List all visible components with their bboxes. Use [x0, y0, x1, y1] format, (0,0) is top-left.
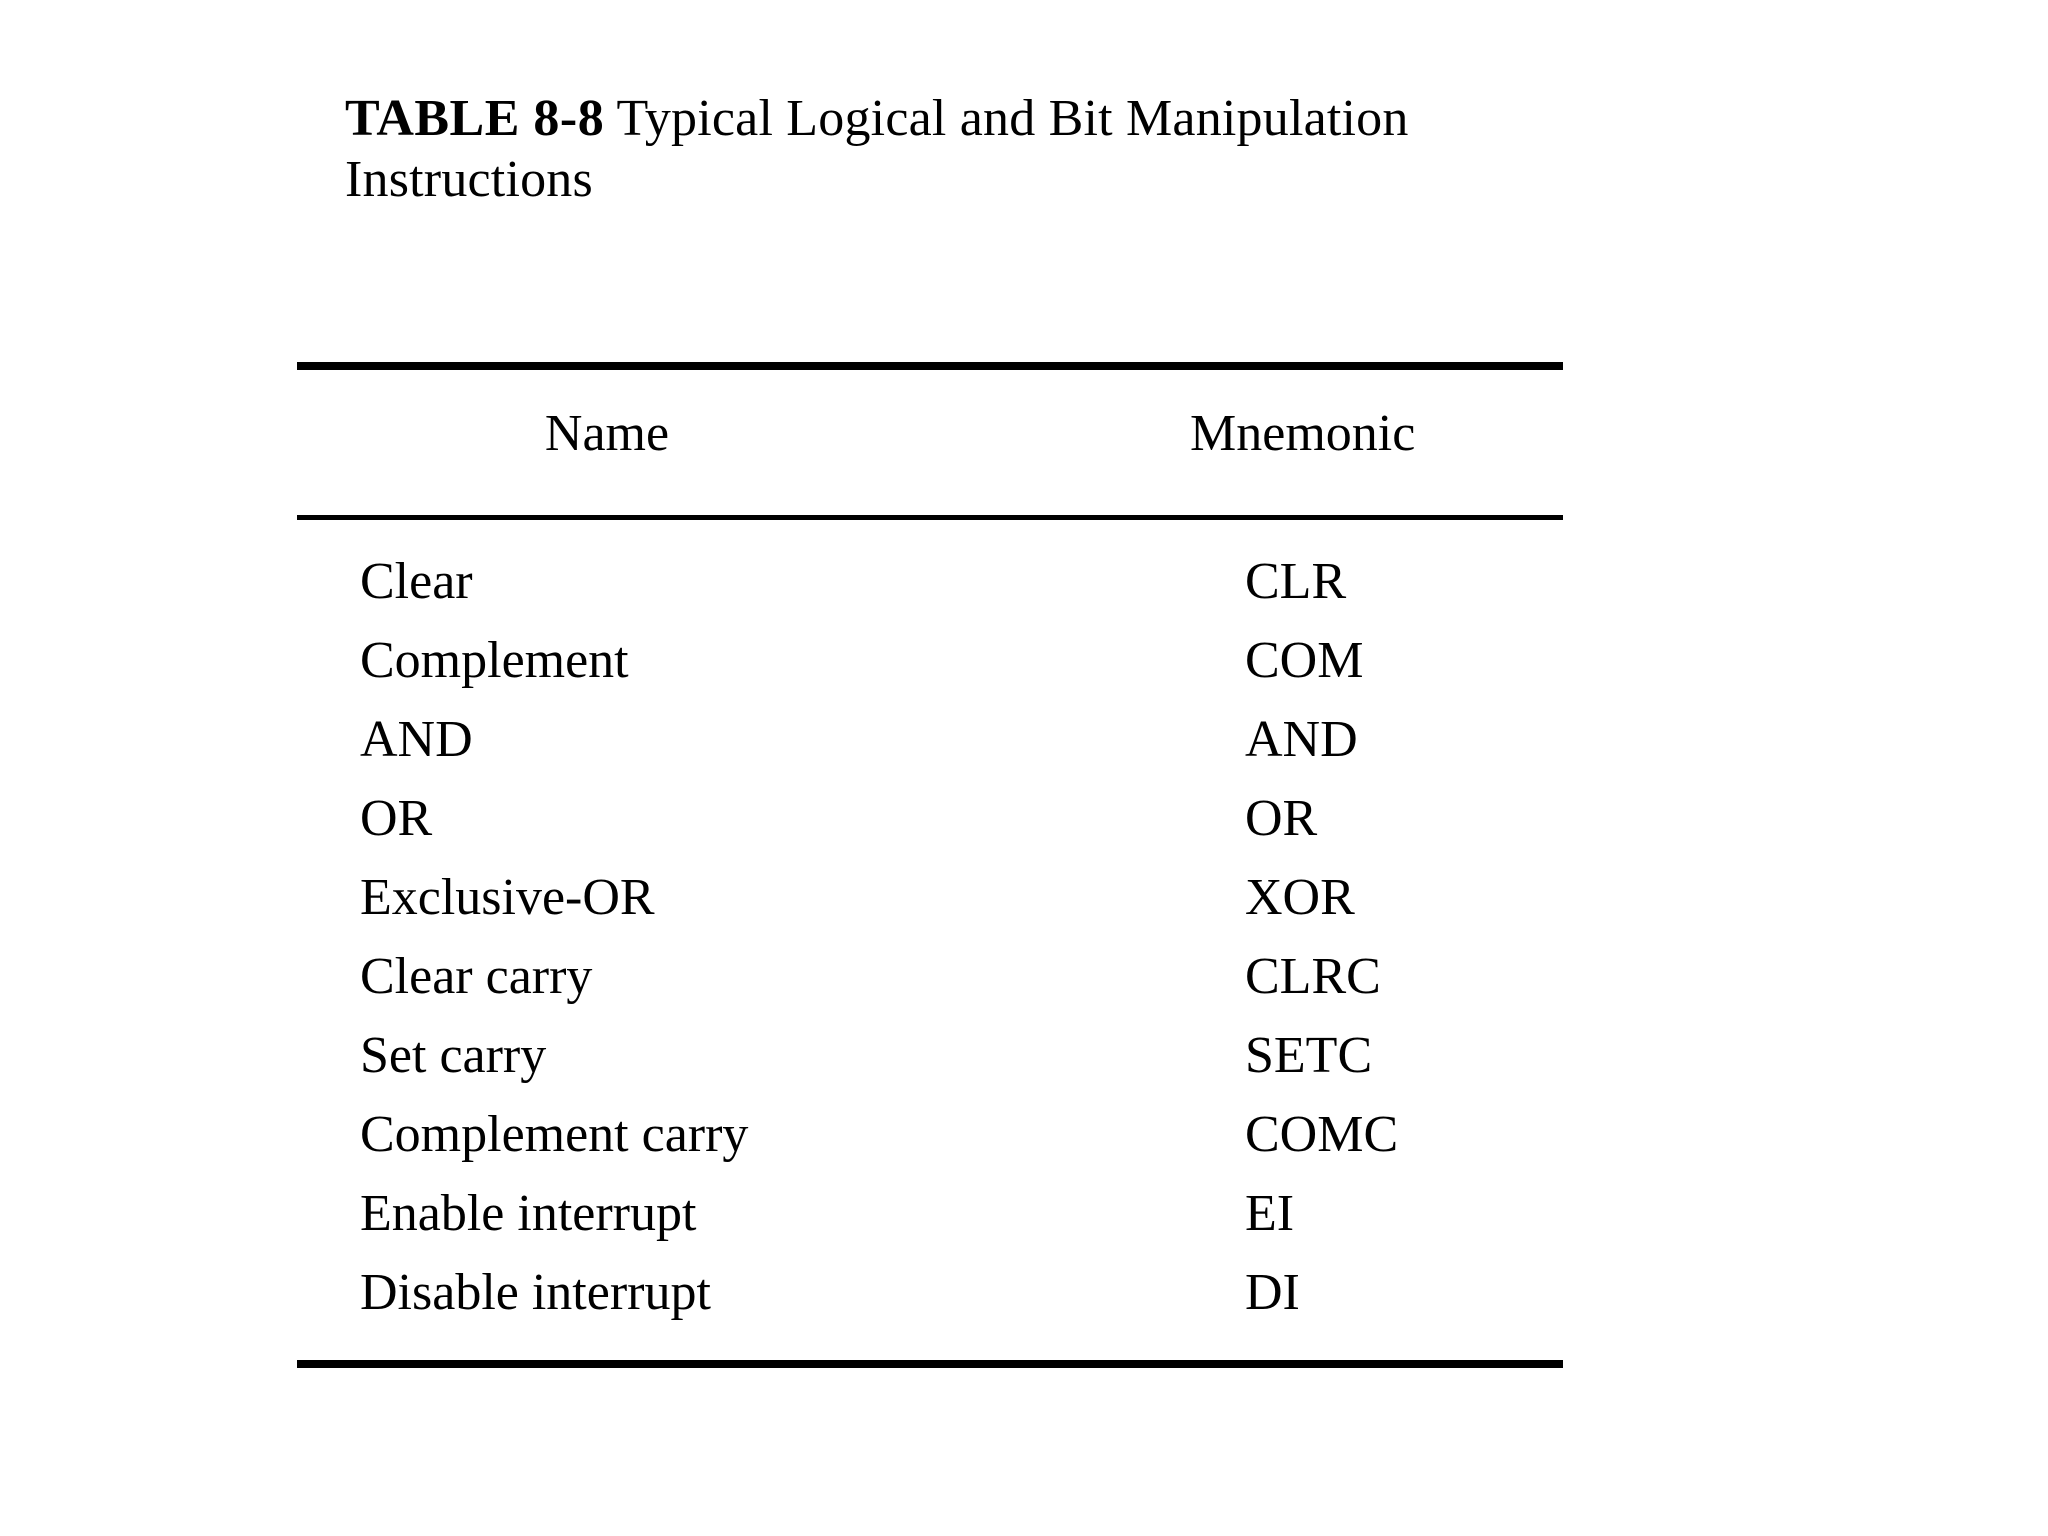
table-row: Exclusive-OR XOR — [297, 858, 1563, 937]
table-top-rule — [297, 362, 1563, 370]
cell-name: Clear — [360, 553, 473, 610]
cell-name: Disable interrupt — [360, 1264, 711, 1321]
cell-mnemonic: XOR — [1245, 869, 1355, 926]
table-row: Enable interrupt EI — [297, 1174, 1563, 1253]
cell-mnemonic: EI — [1245, 1185, 1295, 1242]
table-caption: TABLE 8-8 Typical Logical and Bit Manipu… — [345, 88, 1445, 211]
table-row: Clear carry CLRC — [297, 937, 1563, 1016]
cell-mnemonic: AND — [1245, 711, 1358, 768]
cell-mnemonic: OR — [1245, 790, 1318, 847]
cell-name: AND — [360, 711, 473, 768]
table-row: Clear CLR — [297, 542, 1563, 621]
column-header-name: Name — [544, 405, 670, 462]
table-row: AND AND — [297, 700, 1563, 779]
table-body: Clear CLR Complement COM AND AND OR OR E… — [297, 520, 1563, 1360]
cell-name: OR — [360, 790, 433, 847]
table-caption-text: Typical Logical and Bit Manipulation Ins… — [345, 90, 1409, 209]
cell-mnemonic: DI — [1245, 1264, 1300, 1321]
table-header-row: Name Mnemonic — [297, 370, 1563, 515]
table-bottom-rule — [297, 1360, 1563, 1368]
cell-name: Clear carry — [360, 948, 593, 1005]
cell-mnemonic: CLR — [1245, 553, 1347, 610]
table-header-rule — [297, 515, 1563, 520]
table-row: Disable interrupt DI — [297, 1253, 1563, 1332]
table-row: Complement COM — [297, 621, 1563, 700]
instruction-table: Name Mnemonic Clear CLR Complement COM A… — [297, 362, 1563, 1368]
cell-mnemonic: COMC — [1245, 1106, 1399, 1163]
cell-name: Set carry — [360, 1027, 547, 1084]
cell-mnemonic: COM — [1245, 632, 1364, 689]
cell-mnemonic: CLRC — [1245, 948, 1381, 1005]
cell-name: Complement carry — [360, 1106, 749, 1163]
table-row: Set carry SETC — [297, 1016, 1563, 1095]
table-row: Complement carry COMC — [297, 1095, 1563, 1174]
cell-name: Complement — [360, 632, 629, 689]
cell-name: Enable interrupt — [360, 1185, 697, 1242]
cell-mnemonic: SETC — [1245, 1027, 1373, 1084]
cell-name: Exclusive-OR — [360, 869, 655, 926]
table-caption-label: TABLE 8-8 — [345, 90, 605, 147]
column-header-mnemonic: Mnemonic — [1190, 405, 1416, 462]
table-row: OR OR — [297, 779, 1563, 858]
